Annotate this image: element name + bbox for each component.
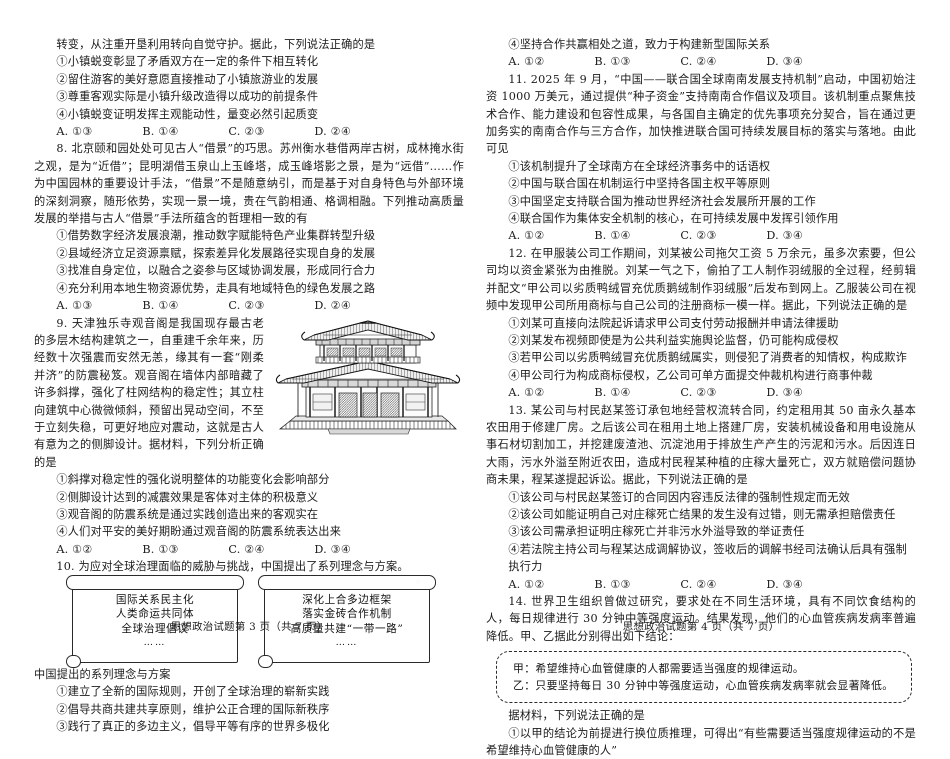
q12-option-2: ②刘某发布视频即使是为公共利益实施舆论监督，仍可能构成侵权 <box>508 333 839 347</box>
scroll-right-line-3: 高质量共建“一带一路” <box>290 622 404 635</box>
scroll-card-left: 国际关系民主化 人类命运共同体 全球治理倡议 …… <box>66 574 244 668</box>
q13-choice-c: C. ②④ <box>680 577 717 591</box>
q7-choice-b: B. ①④ <box>142 125 179 139</box>
q7-choice-a: A. ①③ <box>56 125 93 139</box>
q12-option-1: ①刘某可直接向法院起诉请求甲公司支付劳动报酬并申请法律援助 <box>508 316 839 330</box>
q7-option-1: ①小镇蜕变彰显了矛盾双方在一定的条件下相互转化 <box>56 55 319 69</box>
q12-stem: 12. 在甲服装公司工作期间，刘某被公司拖欠工资 5 万余元，虽多次索要，但公司… <box>486 246 916 313</box>
q14-dialog-yi: 乙：只要坚持每日 30 分钟中等强度运动，心血管疾病发病率就会显著降低。 <box>513 679 894 693</box>
q10-option-2: ②倡导共商共建共享原则，维护公正合理的国际新秩序 <box>56 702 330 716</box>
q11-option-2: ②中国与联合国在机制运行中坚持各国主权平等原则 <box>508 177 771 191</box>
q10-scroll-group: 国际关系民主化 人类命运共同体 全球治理倡议 …… 深化上合多边框架 落实金砖合… <box>34 574 464 668</box>
q7-choice-d: D. ②④ <box>314 125 352 139</box>
q14-stem: 14. 世界卫生组织曾做过研究，要求处在不同生活环境，具有不同饮食结构的人，每日… <box>486 595 916 643</box>
left-page-column: 转变，从注重开垦利用转向自觉守护。据此，下列说法正确的是 ①小镇蜕变彰显了矛盾双… <box>34 36 464 733</box>
q9-option-1: ①斜撑对稳定性的强化说明整体的功能变化会影响部分 <box>56 473 330 487</box>
guanyin-pavilion-engraving <box>272 317 464 437</box>
q12-choice-c: C. ②③ <box>680 386 717 400</box>
q9-stem: 9. 天津独乐寺观音阁是我国现存最古老的多层木结构建筑之一，自重建千余年来，历经… <box>34 316 264 469</box>
q11-stem: 11. 2025 年 9 月，“中国——联合国全球南南发展支持机制”启动，中国初… <box>486 72 916 156</box>
q8-option-4: ④充分利用本地生物资源优势，走具有地域特色的绿色发展之路 <box>56 281 376 295</box>
q8-choice-d: D. ②④ <box>314 299 352 313</box>
q8-option-1: ①借势数字经济发展浪潮，推动数字赋能特色产业集群转型升级 <box>56 229 376 243</box>
q9-choice-d: D. ③④ <box>314 542 352 556</box>
q14-dialog-box: 甲：希望维持心血管健康的人都需要适当强度的规律运动。 乙：只要坚持每日 30 分… <box>496 651 912 704</box>
q9-choice-a: A. ①② <box>56 542 93 556</box>
scroll-left-ellipsis: …… <box>143 637 167 649</box>
q8-choice-a: A. ①③ <box>56 299 93 313</box>
q11-choice-d: D. ③④ <box>766 229 804 243</box>
q7-option-4: ④小镇蜕变证明发挥主观能动性，量变必然引起质变 <box>56 107 319 121</box>
q8-option-3: ③找准自身定位，以融合之姿参与区域协调发展，形成同行合力 <box>56 264 376 278</box>
q8-option-2: ②县域经济立足资源禀赋，探索差异化发展路径实现自身的发展 <box>56 246 376 260</box>
q10-option-3: ③践行了真正的多边主义，倡导平等有序的世界多极化 <box>56 720 330 734</box>
q8-choice-row: A. ①③ B. ①④ C. ②③ D. ②④ <box>34 297 464 314</box>
q9-choice-row: A. ①② B. ①③ C. ②④ D. ③④ <box>34 541 464 558</box>
q11-option-1: ①该机制提升了全球南方在全球经济事务中的话语权 <box>508 159 771 173</box>
left-page-footer: 思想政治试题第 3 页（共 7 页） <box>170 621 328 633</box>
scroll-right-line-2: 落实金砖合作机制 <box>302 608 392 621</box>
q7-option-2: ②留住游客的美好意愿直接推动了小镇旅游业的发展 <box>56 72 319 86</box>
q13-option-2: ②该公司如能证明自己对庄稼死亡结果的发生没有过错，则无需承担赔偿责任 <box>508 507 896 521</box>
q9-option-3: ③观音阁的防震系统是通过实践创造出来的客观实在 <box>56 507 319 521</box>
q11-choice-a: A. ①② <box>508 229 545 243</box>
q9-option-4: ④人们对平安的美好期盼通过观音阁的防震系统表达出来 <box>56 525 342 539</box>
q10-choice-a: A. ①② <box>508 55 545 69</box>
q13-choice-row: A. ①② B. ①③ C. ②④ D. ③④ <box>486 576 916 593</box>
q9-choice-b: B. ①③ <box>142 542 179 556</box>
q10-caption: 中国提出的系列理念与方案 <box>34 667 171 681</box>
q9-choice-c: C. ②④ <box>228 542 265 556</box>
q13-choice-d: D. ③④ <box>766 577 804 591</box>
q13-choice-a: A. ①② <box>508 577 545 591</box>
q12-choice-a: A. ①② <box>508 386 545 400</box>
scroll-right-line-1: 深化上合多边框架 <box>302 593 392 606</box>
q11-option-4: ④联合国作为集体安全机制的核心，在可持续发展中发挥引领作用 <box>508 212 839 226</box>
q13-option-1: ①该公司与村民赵某签订的合同因内容违反法律的强制性规定而无效 <box>508 490 851 504</box>
q11-choice-c: C. ②③ <box>680 229 717 243</box>
q7-option-3: ③尊重客观实际是小镇升级改造得以成功的前提条件 <box>56 90 319 104</box>
q14-lead: 据材料，下列说法正确的是 <box>508 709 646 723</box>
right-page-footer: 思想政治试题第 4 页（共 7 页） <box>622 621 780 633</box>
q8-choice-c: C. ②③ <box>228 299 265 313</box>
q7-choice-c: C. ②③ <box>228 125 265 139</box>
q7-stem-tail: 转变，从注重开垦利用转向自觉守护。据此，下列说法正确的是 <box>56 38 376 51</box>
scroll-card-right: 深化上合多边框架 落实金砖合作机制 高质量共建“一带一路” …… <box>258 574 436 668</box>
q13-choice-b: B. ①③ <box>594 577 631 591</box>
q14-option-1: ①以甲的结论为前提进行换位质推理，可得出“有些需要适当强度规律运动的不是希望维持… <box>486 726 916 758</box>
q9-block: 9. 天津独乐寺观音阁是我国现存最古老的多层木结构建筑之一，自重建千余年来，历经… <box>34 315 464 472</box>
q12-choice-b: B. ①④ <box>594 386 631 400</box>
q11-choice-row: A. ①② B. ①④ C. ②③ D. ③④ <box>486 227 916 244</box>
q10-choice-c: C. ②④ <box>680 55 717 69</box>
q10-choice-row: A. ①② B. ①③ C. ②④ D. ③④ <box>486 53 916 70</box>
q13-stem: 13. 某公司与村民赵某签订承包地经营权流转合同，约定租用其 50 亩永久基本农… <box>486 403 916 487</box>
scroll-curl-icon <box>66 654 81 668</box>
q11-choice-b: B. ①④ <box>594 229 631 243</box>
q8-choice-b: B. ①④ <box>142 299 179 313</box>
scroll-right-ellipsis: …… <box>335 637 359 649</box>
q13-option-3: ③该公司需承担证明庄稼死亡并非污水外溢导致的举证责任 <box>508 525 805 539</box>
q10-choice-d: D. ③④ <box>766 55 804 69</box>
q10-option-1: ①建立了全新的国际规则，开创了全球治理的崭新实践 <box>56 685 330 699</box>
q8-stem: 8. 北京颐和园处处可见古人“借景”的巧思。苏州衡水巷借两岸古树，成林掩水街之观… <box>34 142 464 226</box>
q10-option-4: ④坚持合作共赢相处之道，致力于构建新型国际关系 <box>508 38 771 51</box>
q9-option-2: ②侧脚设计达到的减震效果是客体对主体的积极意义 <box>56 490 319 504</box>
q7-choice-row: A. ①③ B. ①④ C. ②③ D. ②④ <box>34 123 464 140</box>
scroll-left-line-3: 全球治理倡议 <box>121 622 189 635</box>
q12-option-3: ③若甲公司以劣质鸭绒冒充优质鹅绒属实，则侵犯了消费者的知情权，构成欺诈 <box>508 351 907 365</box>
q12-choice-row: A. ①② B. ①④ C. ②③ D. ③④ <box>486 384 916 401</box>
right-page-column: ④坚持合作共赢相处之道，致力于构建新型国际关系 A. ①② B. ①③ C. ②… <box>486 36 916 757</box>
q11-option-3: ③中国坚定支持联合国为推动世界经济社会发展所开展的工作 <box>508 194 816 208</box>
q14-dialog-jia: 甲：希望维持心血管健康的人都需要适当强度的规律运动。 <box>513 662 805 676</box>
scroll-curl-icon <box>258 654 273 668</box>
scroll-left-line-2: 人类命运共同体 <box>115 608 195 621</box>
scroll-left-line-1: 国际关系民主化 <box>115 593 195 606</box>
exam-page: 转变，从注重开垦利用转向自觉守护。据此，下列说法正确的是 ①小镇蜕变彰显了矛盾双… <box>34 36 916 757</box>
q10-stem: 10. 为应对全球治理面临的威胁与挑战，中国提出了系列理念与方案。 <box>56 560 409 574</box>
q13-option-4: ④若法院主持公司与程某达成调解协议，签收后的调解书经司法确认后具有强制执行力 <box>508 542 907 574</box>
q12-option-4: ④甲公司行为构成商标侵权，乙公司可单方面提交仲裁机构进行商事仲裁 <box>508 368 873 382</box>
q12-choice-d: D. ③④ <box>766 386 804 400</box>
q10-choice-b: B. ①③ <box>594 55 631 69</box>
